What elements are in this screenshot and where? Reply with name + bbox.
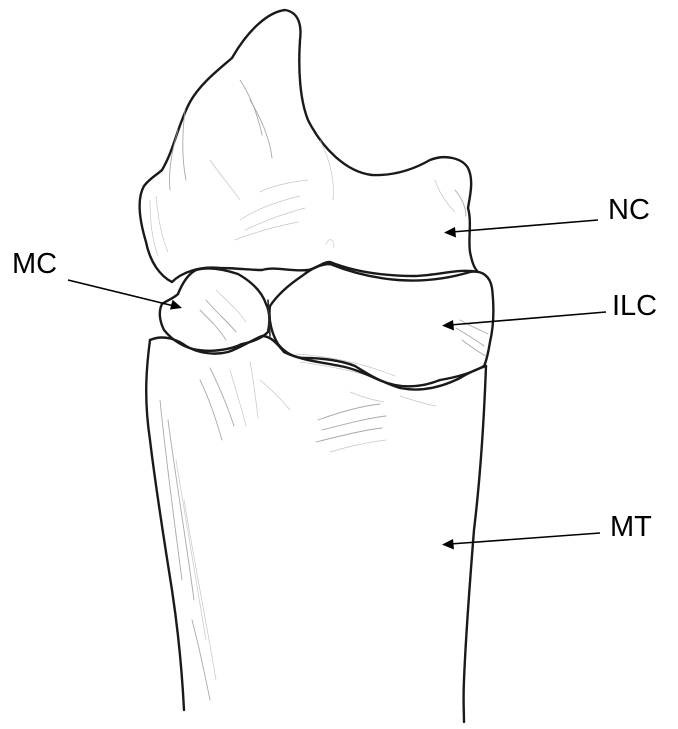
ilc-arrow [442,312,606,331]
mt-arrow [442,533,600,550]
nc-arrow [444,220,598,238]
navicular-cuboid-bone [140,10,478,282]
intermediate-lateral-cuneiform-bone [268,264,493,386]
label-nc: NC [608,194,650,226]
medial-cuneiform-bone [160,268,269,350]
label-ilc: ILC [612,290,657,322]
mc-arrow [68,280,182,310]
metatarsal-bone [146,336,486,722]
label-mc: MC [12,248,57,280]
label-mt: MT [610,511,652,543]
